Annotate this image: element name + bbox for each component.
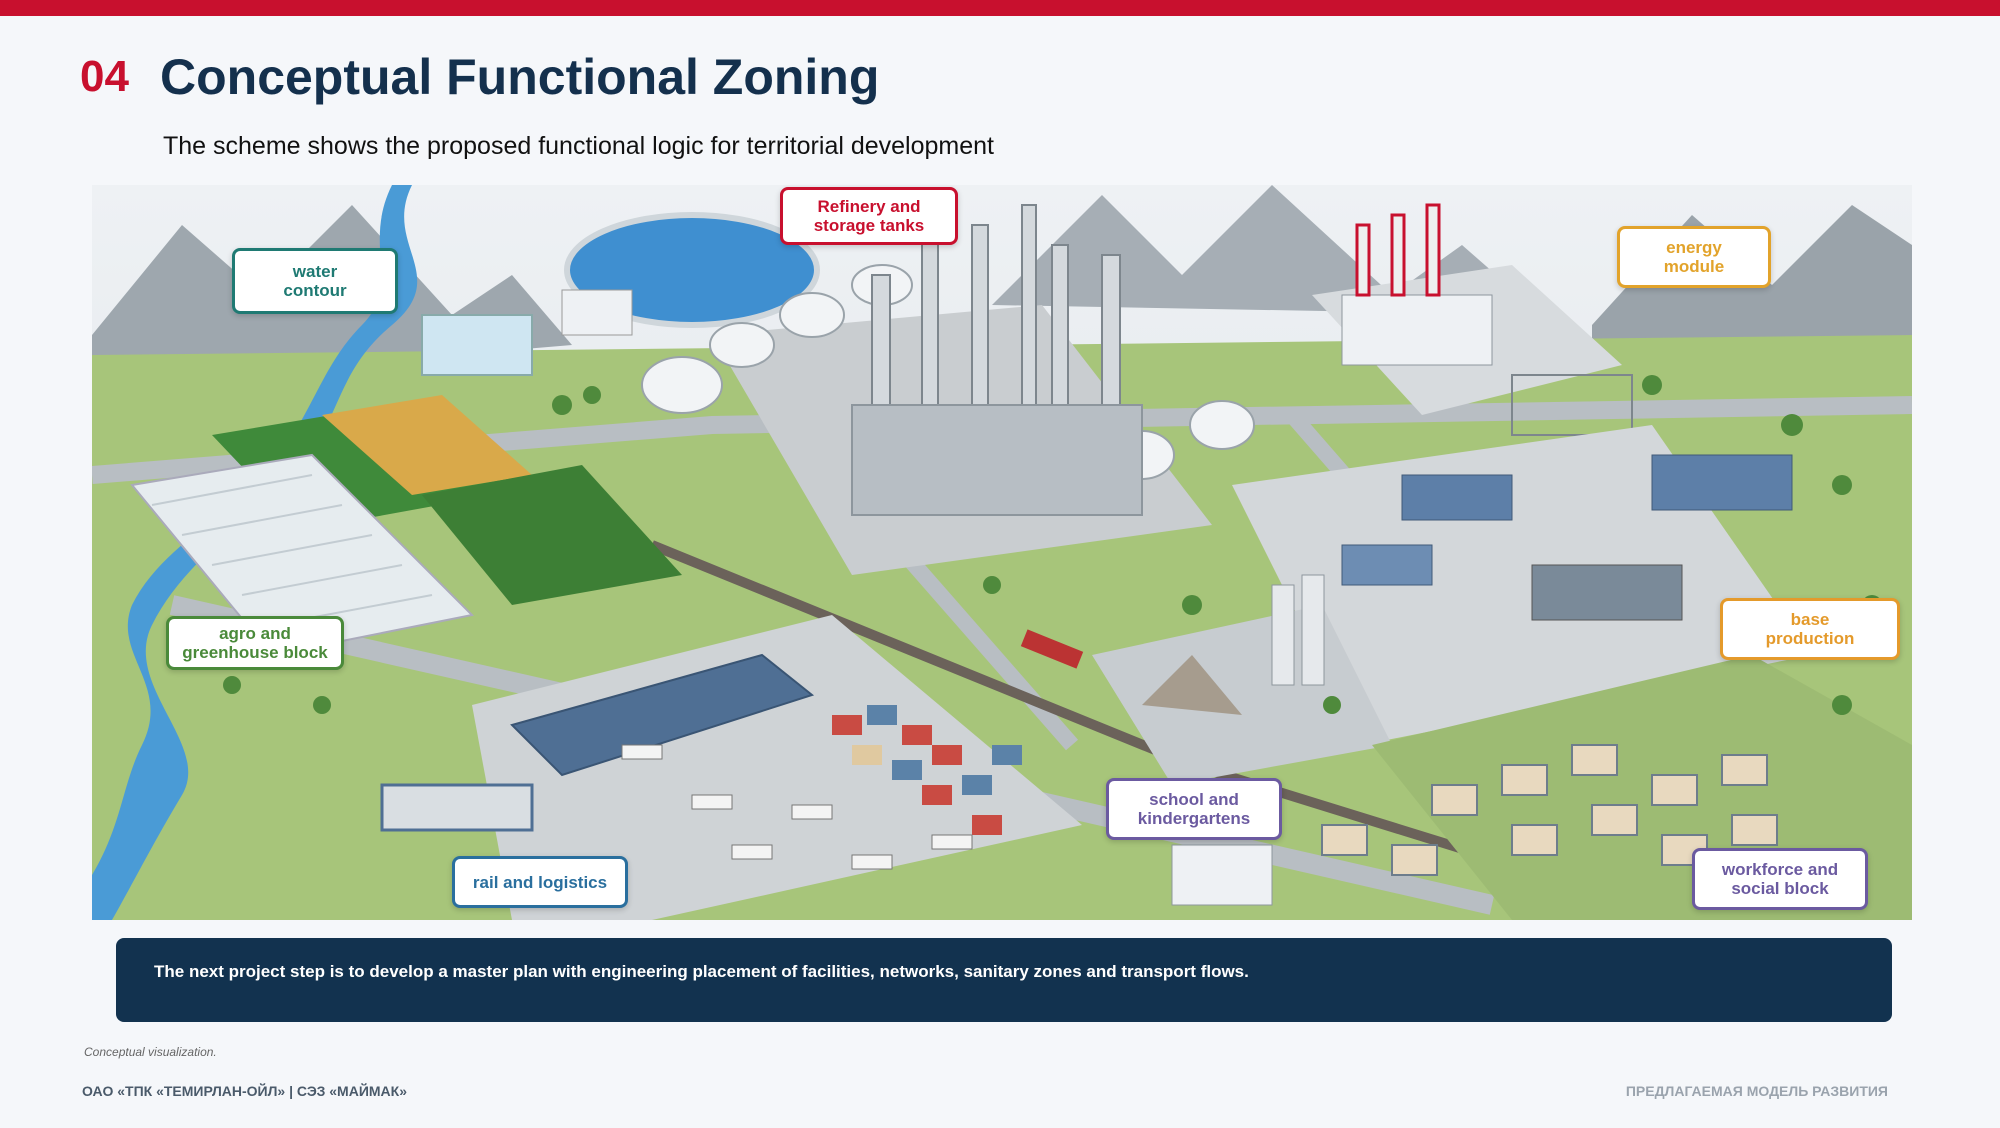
water-treatment-basins (421, 314, 533, 376)
process-units (851, 404, 1143, 516)
logistics-yard (472, 615, 1082, 920)
houses (1321, 744, 1778, 876)
warehouse-2 (1651, 454, 1793, 511)
chimneys (1355, 203, 1441, 297)
warehouse-1 (1401, 474, 1513, 521)
zone-label-energy: energy module (1617, 226, 1771, 288)
silo-1 (1271, 584, 1295, 686)
containers (832, 705, 1022, 835)
page-title: Conceptual Functional Zoning (160, 49, 880, 105)
zoning-illustration (92, 185, 1912, 920)
silo-2 (1301, 574, 1325, 686)
footer-company: ОАО «ТПК «ТЕМИРЛАН-ОЙЛ» | СЭЗ «МАЙМАК» (82, 1083, 407, 1099)
river (92, 185, 418, 920)
mountains-center (992, 185, 1542, 315)
zone-label-workforce: workforce and social block (1692, 848, 1868, 910)
logistics-terminal (510, 653, 815, 777)
next-step-callout: The next project step is to develop a ma… (116, 938, 1892, 1022)
page-subtitle: The scheme shows the proposed functional… (163, 132, 994, 160)
field-green-2 (422, 465, 682, 605)
pump-house (561, 289, 633, 336)
zoning-map-drawing (92, 185, 1912, 920)
locomotive (1020, 629, 1084, 669)
zone-label-base-production: base production (1720, 598, 1900, 660)
checkpoint (380, 783, 534, 832)
zone-label-agro: agro and greenhouse block (166, 616, 344, 670)
top-accent-bar (0, 0, 2000, 16)
production-sheds (1531, 564, 1683, 621)
substation (1511, 374, 1633, 436)
workshop (1341, 544, 1433, 586)
power-plant (1341, 294, 1493, 366)
trucks (621, 744, 973, 870)
zone-label-rail-logistics: rail and logistics (452, 856, 628, 908)
slide-number: 04 (80, 52, 129, 101)
zone-label-school: school and kindergartens (1106, 778, 1282, 840)
zone-label-water: water contour (232, 248, 398, 314)
trees (223, 375, 1882, 715)
zone-label-refinery: Refinery and storage tanks (780, 187, 958, 245)
field-wheat (322, 395, 532, 495)
image-caption: Conceptual visualization. (84, 1045, 217, 1059)
footer-section: ПРЕДЛАГАЕМАЯ МОДЕЛЬ РАЗВИТИЯ (1625, 1083, 1888, 1099)
school-building (1171, 844, 1273, 906)
gravel-pile (1142, 655, 1242, 715)
greenhouses (130, 453, 475, 657)
